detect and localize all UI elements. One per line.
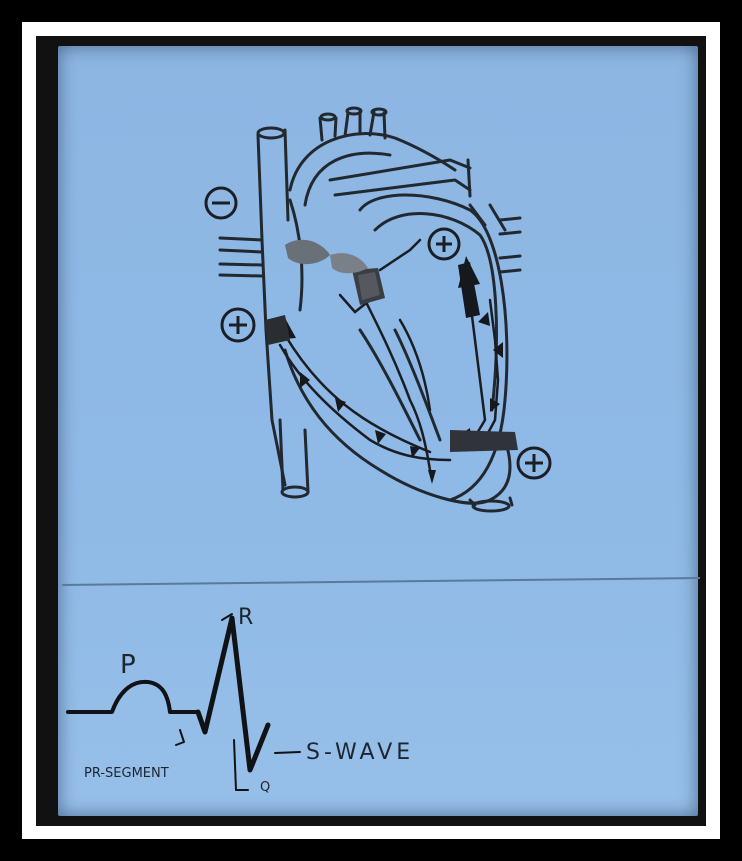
r-wave-marker: [221, 613, 233, 621]
whiteboard: [58, 46, 698, 816]
ecg-baseline-and-p-wave: [66, 679, 200, 714]
q-wave-label: Q: [260, 780, 272, 795]
ecg-trace: [66, 613, 301, 791]
conduction-pathway: [278, 238, 500, 472]
p-wave-label: P: [120, 650, 137, 680]
heart-outline: [218, 106, 522, 513]
s-wave-pointer: [274, 751, 301, 754]
positive-sign-icon-bottom: [516, 446, 552, 480]
pr-segment-marker: [175, 729, 185, 746]
ecg-qrs-complex: [195, 615, 271, 773]
positive-sign-icon-top: [427, 227, 461, 261]
pr-segment-label: PR-SEGMENT: [84, 766, 169, 781]
negative-sign-icon: [204, 186, 238, 220]
board-divider: [61, 577, 701, 586]
q-wave-marker: [233, 739, 249, 791]
sign-icons: [204, 186, 552, 480]
r-wave-label: R: [238, 605, 255, 630]
positive-sign-icon-left: [220, 307, 256, 343]
node-shading: [265, 239, 518, 452]
s-wave-label: S-WAVE: [306, 740, 415, 765]
